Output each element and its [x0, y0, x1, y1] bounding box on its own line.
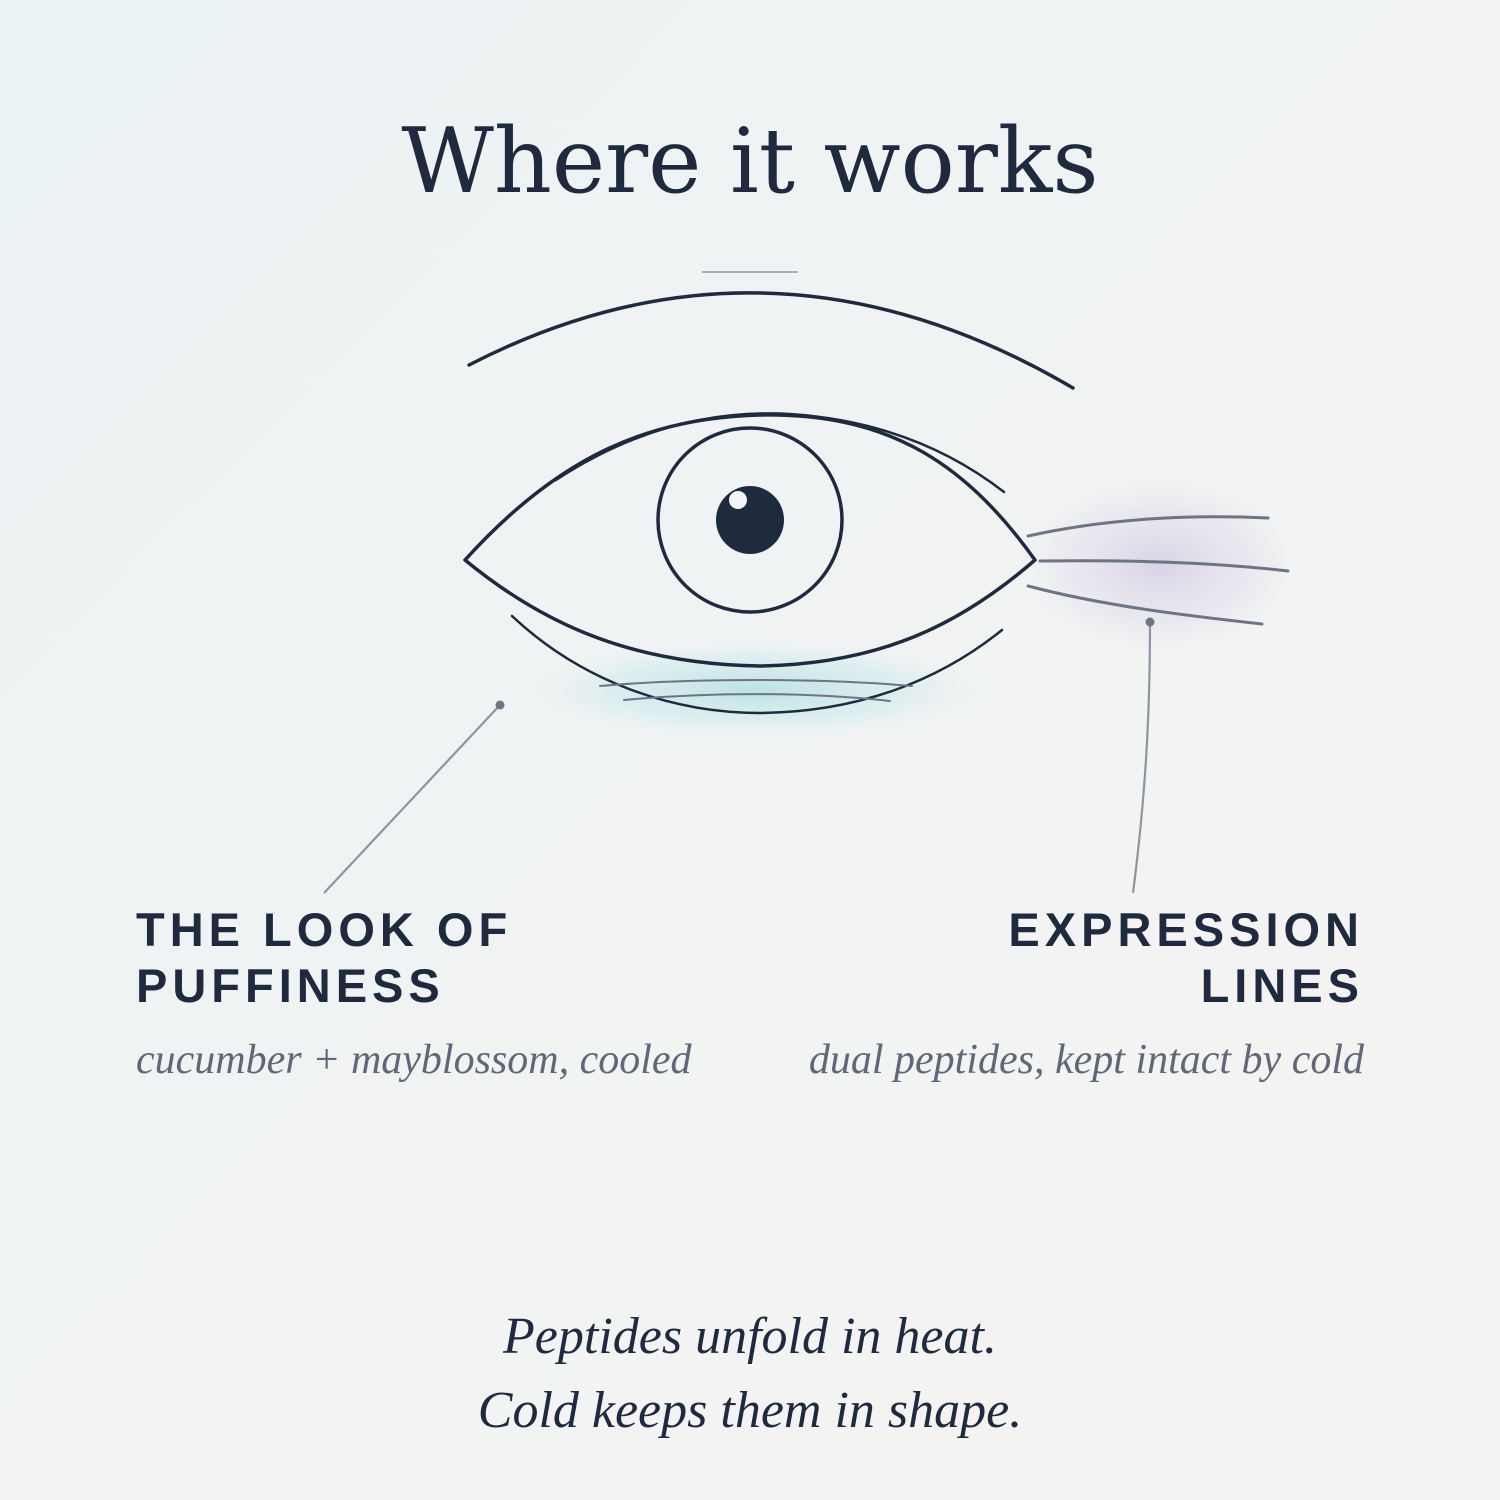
expression-lines-heading-line2: LINES — [1200, 959, 1364, 1012]
leader-line-expression — [1131, 621, 1152, 894]
leader-dot-expression — [1145, 617, 1155, 627]
expression-line-3 — [1026, 584, 1264, 626]
iris — [656, 426, 844, 614]
title-divider — [702, 271, 798, 273]
puffiness-glow — [510, 638, 1000, 742]
leader-dot-puffiness — [495, 700, 505, 710]
expression-lines-heading: EXPRESSION LINES — [1008, 902, 1364, 1014]
expression-line-1 — [1026, 515, 1270, 538]
eyebrow-icon — [467, 291, 1075, 390]
expression-lines-description: dual peptides, kept intact by cold — [808, 1037, 1364, 1083]
tagline: Peptides unfold in heat. Cold keeps them… — [0, 1300, 1500, 1448]
puffiness-line-2 — [623, 693, 891, 702]
tagline-line2: Cold keeps them in shape. — [477, 1382, 1023, 1439]
puffiness-heading: THE LOOK OF PUFFINESS — [136, 902, 512, 1014]
pupil-icon — [716, 486, 784, 554]
pupil-highlight — [729, 491, 747, 509]
upper-crease — [554, 412, 1006, 494]
tagline-line1: Peptides unfold in heat. — [503, 1308, 997, 1365]
expression-lines-glow — [1010, 470, 1310, 660]
page-title: Where it works — [401, 109, 1099, 214]
puffiness-heading-line1: THE LOOK OF — [136, 903, 513, 956]
expression-line-2 — [1038, 559, 1290, 573]
lower-lid-line — [510, 614, 1004, 715]
expression-lines-heading-line1: EXPRESSION — [1008, 903, 1364, 956]
puffiness-heading-line2: PUFFINESS — [136, 959, 445, 1012]
puffiness-description: cucumber + mayblossom, cooled — [136, 1037, 692, 1083]
puffiness-line-1 — [599, 679, 913, 687]
leader-line-puffiness — [323, 704, 501, 894]
